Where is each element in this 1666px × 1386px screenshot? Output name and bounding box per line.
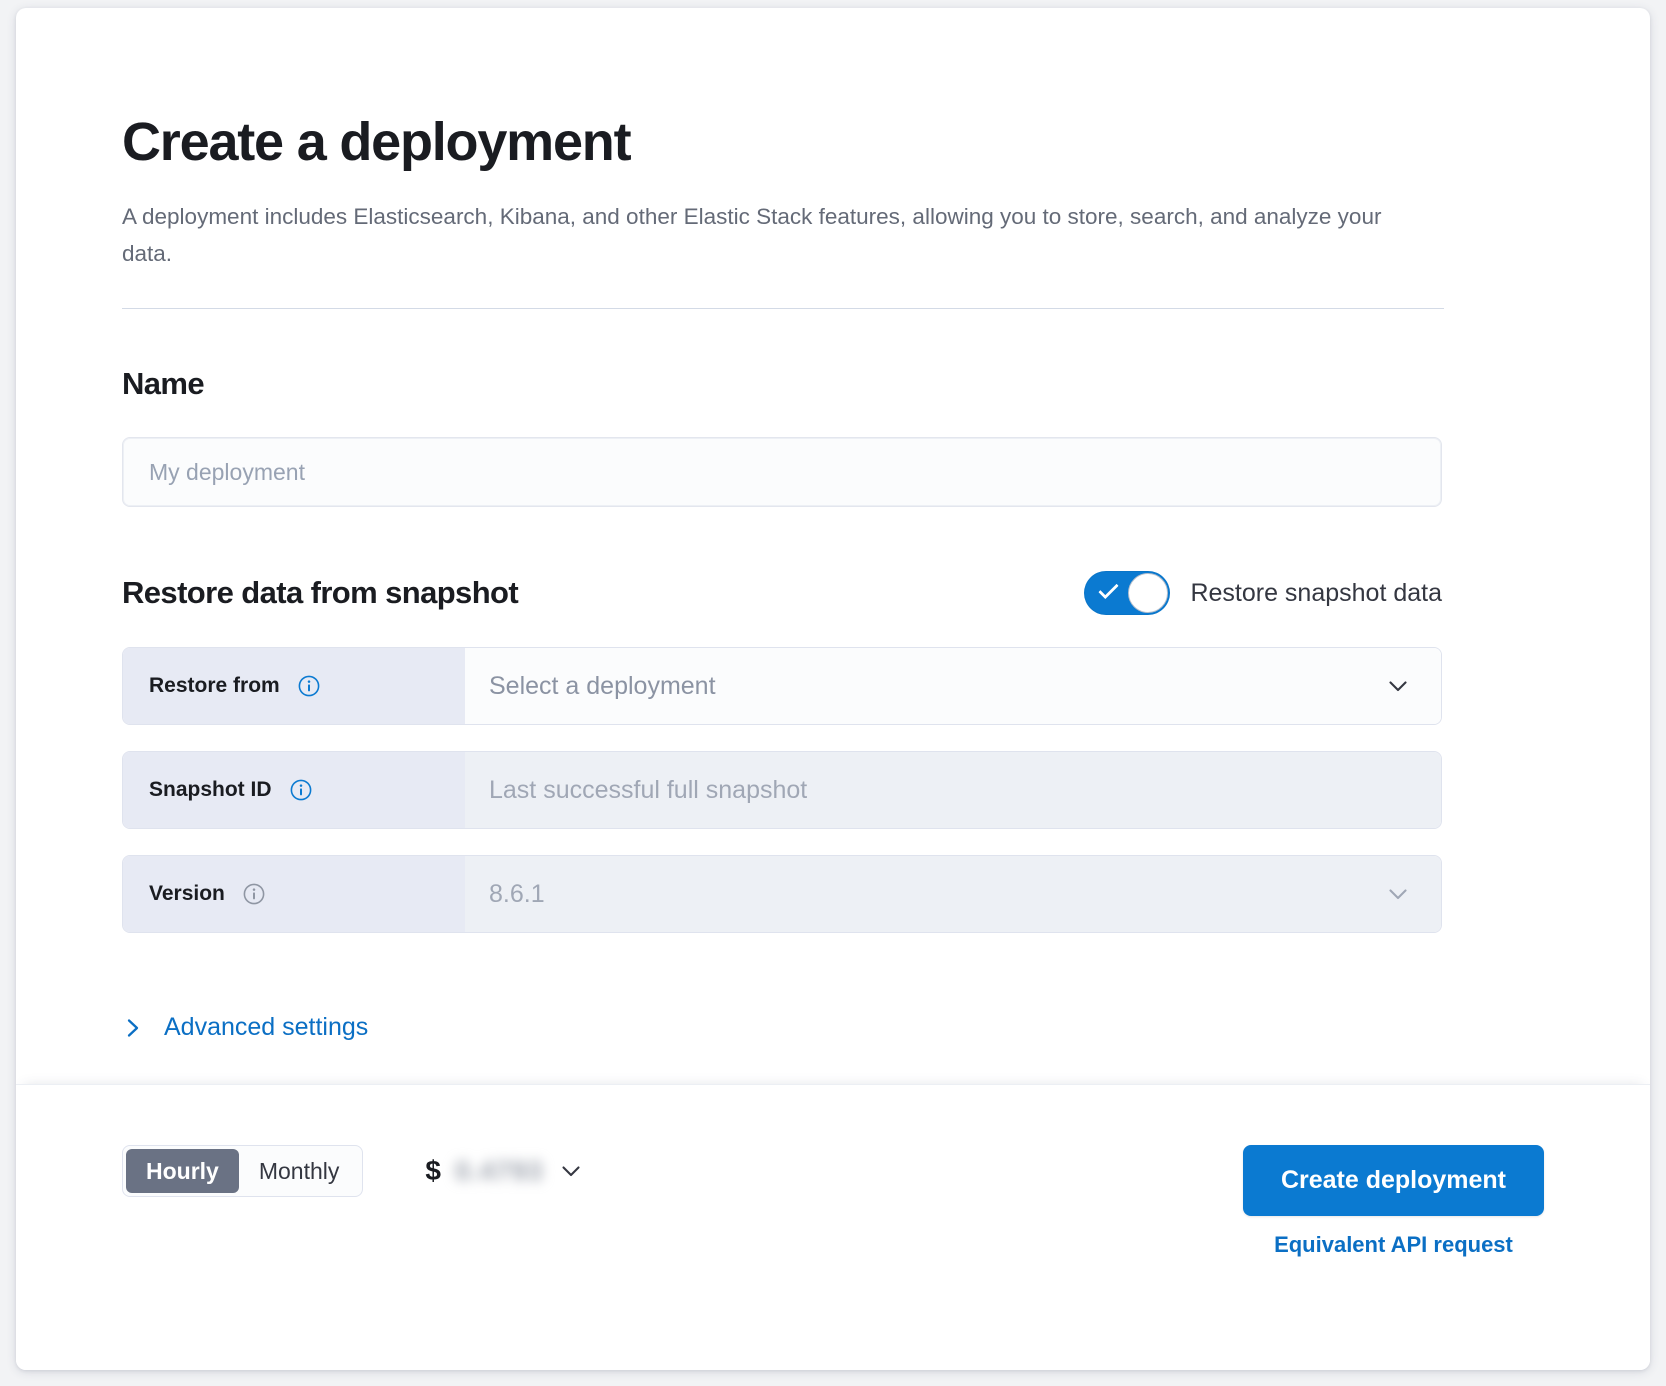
price-amount: 0.4793 [455,1156,544,1187]
chevron-down-icon[interactable] [558,1158,584,1184]
page-subtitle: A deployment includes Elasticsearch, Kib… [122,198,1407,272]
chevron-down-icon[interactable] [1385,881,1411,907]
version-label-group: Version [123,856,465,932]
card-body: Create a deployment A deployment include… [16,8,1650,1084]
restore-from-row: Restore from Select a deployment [122,647,1442,725]
info-icon[interactable] [298,675,320,697]
snapshot-id-input[interactable]: Last successful full snapshot [465,752,1441,828]
chevron-down-icon[interactable] [1385,673,1411,699]
info-icon[interactable] [290,779,312,801]
deployment-name-input[interactable]: My deployment [122,437,1442,507]
restore-from-label: Restore from [149,674,280,698]
price-display[interactable]: $ 0.4793 [425,1155,583,1187]
restore-from-select[interactable]: Select a deployment [465,648,1441,724]
snapshot-id-label-group: Snapshot ID [123,752,465,828]
restore-snapshot-toggle-label: Restore snapshot data [1190,579,1442,608]
advanced-settings-label: Advanced settings [164,1013,368,1042]
restore-section-header: Restore data from snapshot Restore snaps… [122,571,1442,615]
create-deployment-card: Create a deployment A deployment include… [16,8,1650,1370]
advanced-settings-toggle[interactable]: Advanced settings [122,1013,368,1042]
snapshot-id-value: Last successful full snapshot [489,776,807,805]
restore-from-label-group: Restore from [123,648,465,724]
restore-snapshot-toggle[interactable] [1084,571,1170,615]
restore-from-value: Select a deployment [489,672,716,701]
check-icon [1099,579,1120,600]
version-value: 8.6.1 [489,880,545,909]
billing-period-toggle[interactable]: Hourly Monthly [122,1145,363,1197]
currency-symbol: $ [425,1155,441,1187]
snapshot-id-row: Snapshot ID Last successful full snapsho… [122,751,1442,829]
toggle-knob [1128,573,1168,613]
equivalent-api-request-link[interactable]: Equivalent API request [1274,1232,1513,1258]
content-column: Create a deployment A deployment include… [122,112,1444,1044]
restore-snapshot-toggle-group[interactable]: Restore snapshot data [1084,571,1442,615]
snapshot-id-label: Snapshot ID [149,778,272,802]
create-deployment-button[interactable]: Create deployment [1243,1145,1544,1216]
footer-right-group: Create deployment Equivalent API request [1243,1145,1544,1258]
name-section: Name My deployment [122,365,1444,507]
footer-left-group: Hourly Monthly $ 0.4793 [122,1145,584,1197]
chevron-right-icon [122,1017,144,1039]
name-section-heading: Name [122,365,1444,403]
info-icon[interactable] [243,883,265,905]
billing-option-monthly[interactable]: Monthly [239,1149,360,1193]
billing-option-hourly[interactable]: Hourly [126,1149,239,1193]
card-footer: Hourly Monthly $ 0.4793 Create deploymen… [16,1084,1650,1370]
version-label: Version [149,882,225,906]
restore-section-heading: Restore data from snapshot [122,574,518,612]
deployment-name-placeholder: My deployment [149,459,305,486]
header-divider [122,308,1444,309]
page-title: Create a deployment [122,112,1444,172]
version-select[interactable]: 8.6.1 [465,856,1441,932]
version-row: Version 8.6.1 [122,855,1442,933]
